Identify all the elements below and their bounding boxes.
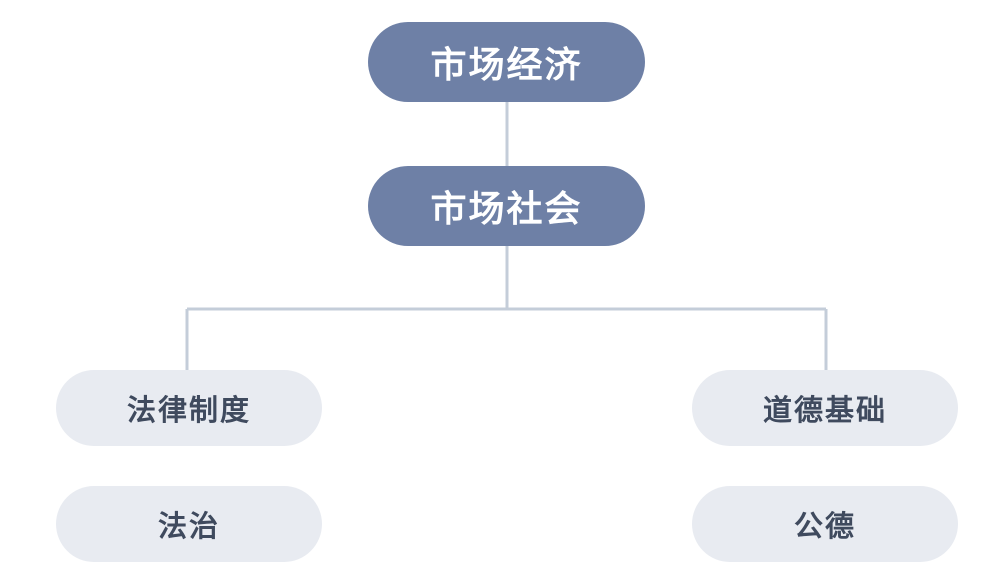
node-moral-basis: 道德基础	[692, 370, 958, 446]
node-market-economy: 市场经济	[368, 22, 645, 102]
node-moral-basis-label: 道德基础	[762, 393, 887, 427]
node-rule-of-law-label: 法治	[157, 509, 220, 543]
node-public-ethics: 公德	[692, 486, 958, 562]
node-market-society-label: 市场社会	[430, 189, 583, 230]
node-legal-system-label: 法律制度	[126, 393, 251, 427]
node-legal-system: 法律制度	[56, 370, 322, 446]
node-market-society: 市场社会	[368, 166, 645, 246]
node-rule-of-law: 法治	[56, 486, 322, 562]
node-market-economy-label: 市场经济	[430, 45, 583, 86]
node-public-ethics-label: 公德	[793, 509, 856, 543]
